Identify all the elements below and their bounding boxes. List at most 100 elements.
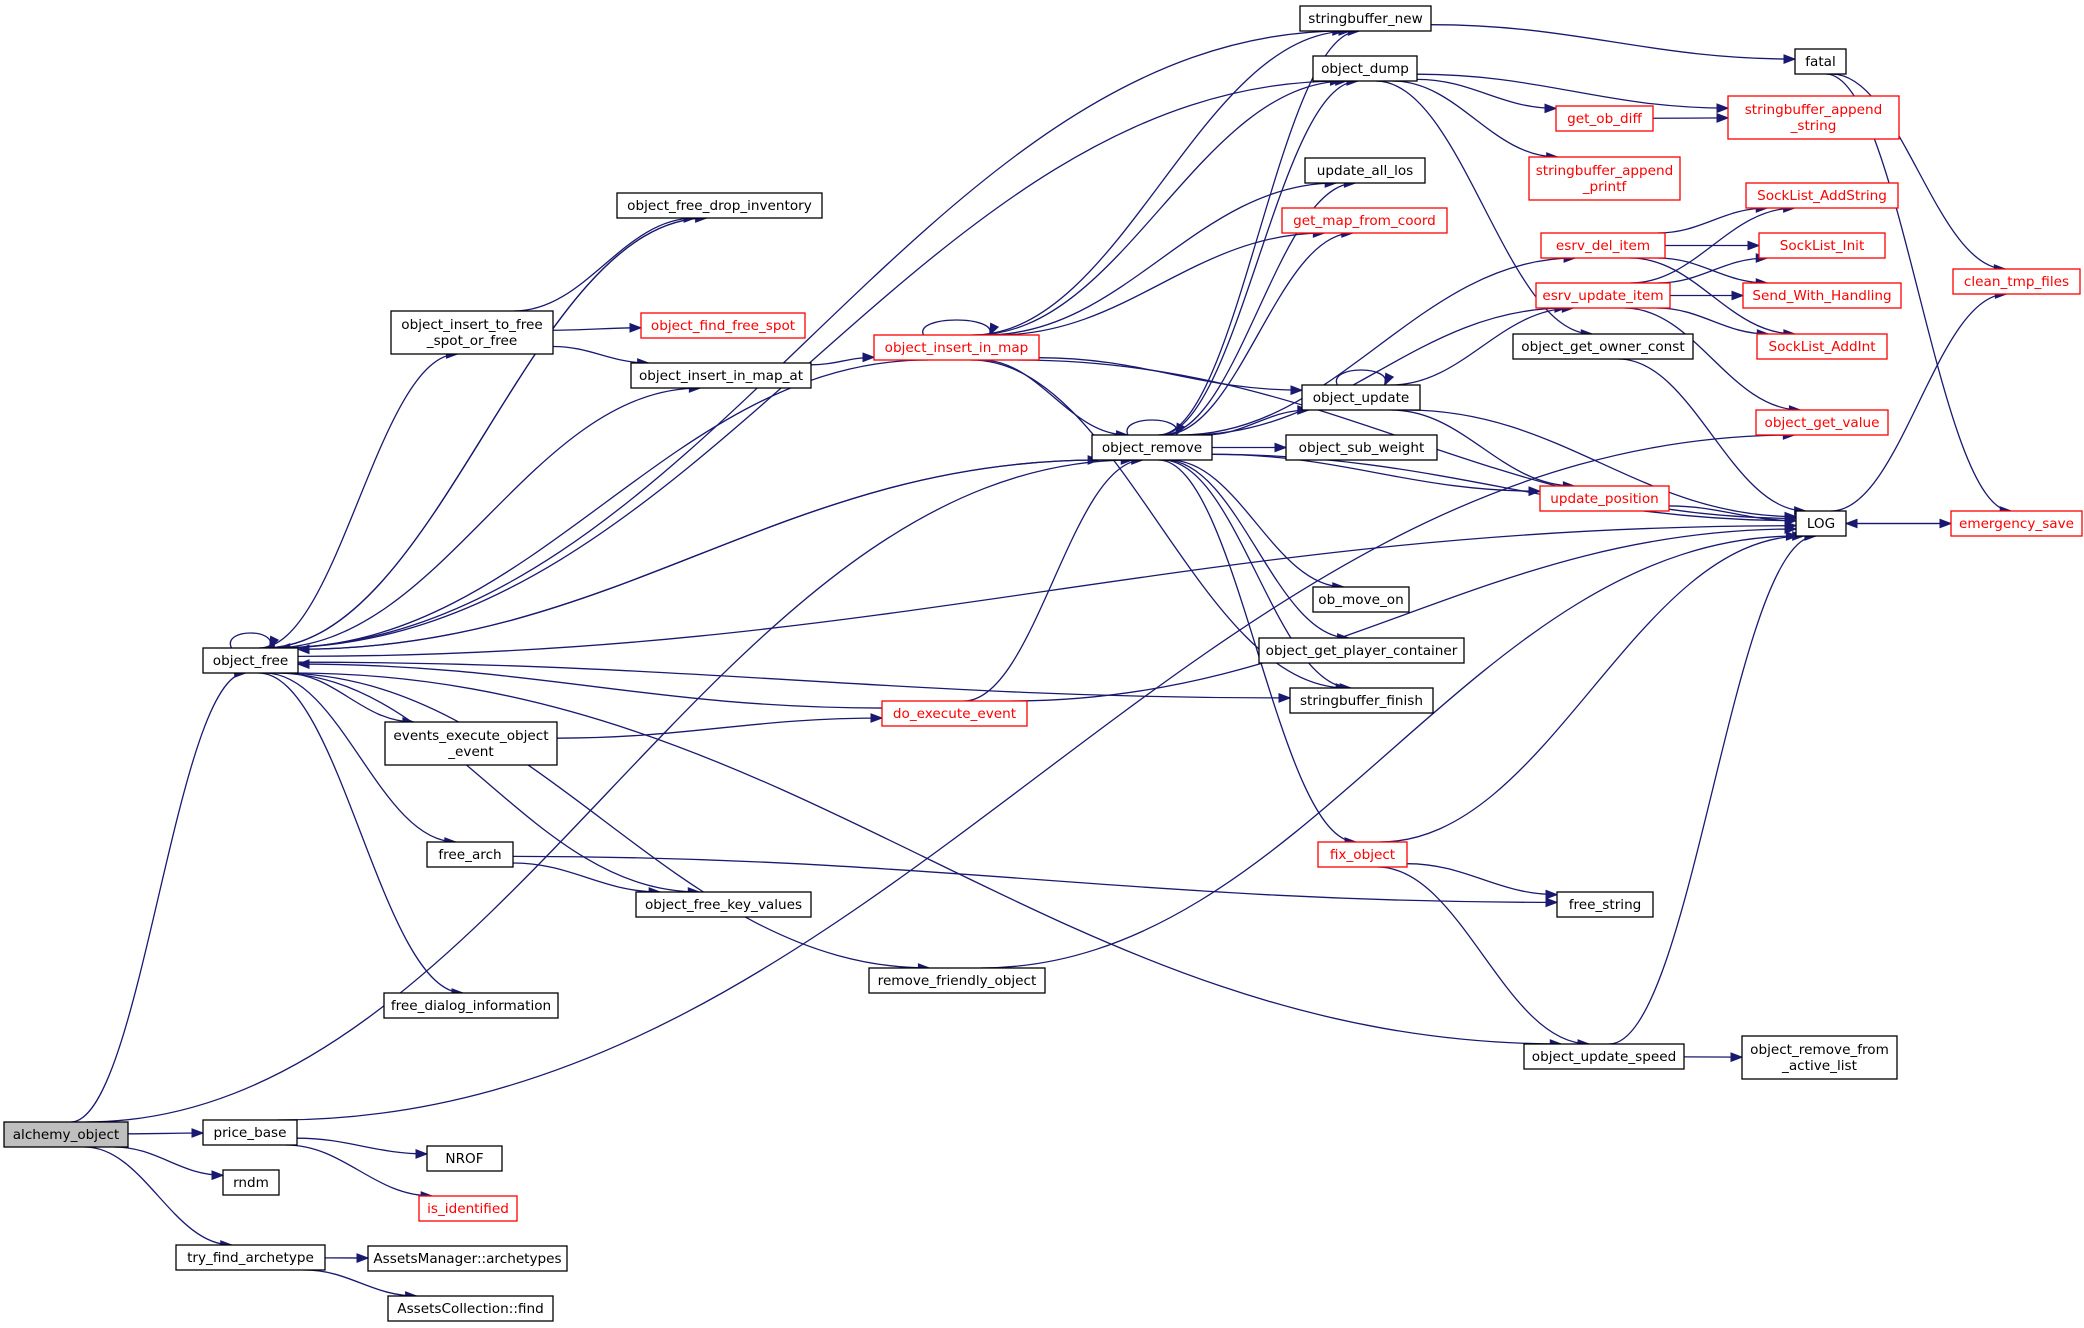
node-label: object_find_free_spot bbox=[651, 318, 795, 334]
node-label: object_insert_in_map_at bbox=[639, 368, 803, 384]
call-edge bbox=[1164, 459, 1351, 643]
node-label: price_base bbox=[213, 1125, 286, 1141]
node-emergency-save[interactable]: emergency_save bbox=[1950, 510, 2083, 537]
node-is-identified[interactable]: is_identified bbox=[418, 1195, 518, 1222]
node-log[interactable]: LOG bbox=[1795, 510, 1847, 537]
node-box bbox=[3, 1121, 129, 1148]
node-stringbuffer-append-string[interactable]: stringbuffer_append_string bbox=[1727, 95, 1900, 140]
call-edge bbox=[324, 1253, 370, 1263]
node-object-insert-in-map[interactable]: object_insert_in_map bbox=[873, 334, 1040, 361]
node-send-with-handling[interactable]: Send_With_Handling bbox=[1742, 282, 1902, 309]
node-box bbox=[1952, 268, 2081, 295]
node-get-map-from-coord[interactable]: get_map_from_coord bbox=[1281, 207, 1448, 234]
node-label: SockList_AddString bbox=[1757, 188, 1887, 204]
node-object-update[interactable]: object_update bbox=[1301, 384, 1421, 411]
node-label: object_insert_in_map bbox=[885, 340, 1029, 356]
node-update-all-los[interactable]: update_all_los bbox=[1304, 157, 1426, 184]
node-box bbox=[1795, 510, 1847, 537]
node-box bbox=[1091, 434, 1213, 461]
node-alchemy-object[interactable]: alchemy_object bbox=[3, 1121, 129, 1148]
node-object-find-free-spot[interactable]: object_find_free_spot bbox=[640, 312, 806, 339]
call-edge bbox=[114, 1146, 225, 1181]
node-label: object_sub_weight bbox=[1299, 440, 1425, 456]
call-edge bbox=[1657, 253, 1769, 284]
node-object-free-key-values[interactable]: object_free_key_values bbox=[635, 891, 812, 918]
call-edge bbox=[1844, 518, 1951, 529]
node-label: esrv_update_item bbox=[1542, 288, 1663, 304]
node-object-insert-in-map-at[interactable]: object_insert_in_map_at bbox=[630, 362, 812, 389]
node-object-insert-to-free-spot-or-free[interactable]: object_insert_to_free_spot_or_free bbox=[390, 310, 554, 355]
node-box bbox=[1317, 841, 1408, 868]
call-edge bbox=[271, 383, 702, 649]
node-object-get-value[interactable]: object_get_value bbox=[1755, 409, 1889, 436]
node-object-remove-from-active-list[interactable]: object_remove_from_active_list bbox=[1741, 1035, 1898, 1080]
node-object-sub-weight[interactable]: object_sub_weight bbox=[1285, 434, 1438, 461]
node-do-execute-event[interactable]: do_execute_event bbox=[881, 700, 1028, 727]
node-label: remove_friendly_object bbox=[878, 973, 1037, 989]
node-esrv-del-item[interactable]: esrv_del_item bbox=[1540, 232, 1666, 259]
node-label: emergency_save bbox=[1959, 516, 2074, 532]
node-stringbuffer-append-printf[interactable]: stringbuffer_append_printf bbox=[1528, 156, 1681, 201]
call-edge bbox=[296, 459, 1100, 655]
node-label: events_execute_object bbox=[393, 728, 548, 744]
node-socklist-init[interactable]: SockList_Init bbox=[1758, 232, 1886, 259]
call-edge bbox=[1212, 442, 1288, 453]
node-object-dump[interactable]: object_dump bbox=[1312, 55, 1418, 82]
node-stringbuffer-finish[interactable]: stringbuffer_finish bbox=[1289, 687, 1434, 714]
node-free-string[interactable]: free_string bbox=[1556, 891, 1654, 918]
node-socklist-addstring[interactable]: SockList_AddString bbox=[1745, 182, 1899, 209]
node-box bbox=[616, 192, 823, 219]
node-try-find-archetype[interactable]: try_find_archetype bbox=[175, 1244, 326, 1271]
node-fix-object[interactable]: fix_object bbox=[1317, 841, 1408, 868]
node-assetscollection-find[interactable]: AssetsCollection::find bbox=[387, 1295, 554, 1322]
node-box bbox=[1758, 232, 1886, 259]
call-edge bbox=[296, 1137, 429, 1159]
call-edge bbox=[263, 213, 709, 649]
call-edge bbox=[1670, 290, 1745, 301]
call-edge bbox=[1683, 1052, 1744, 1063]
node-object-free-drop-inventory[interactable]: object_free_drop_inventory bbox=[616, 192, 823, 219]
node-box bbox=[387, 1295, 554, 1322]
node-fatal[interactable]: fatal bbox=[1794, 48, 1847, 75]
node-rndm[interactable]: rndm bbox=[222, 1169, 280, 1196]
call-edge bbox=[996, 228, 1326, 336]
call-edge bbox=[1011, 524, 1798, 702]
node-price-base[interactable]: price_base bbox=[202, 1119, 298, 1146]
call-edge bbox=[556, 713, 884, 739]
node-clean-tmp-files[interactable]: clean_tmp_files bbox=[1952, 268, 2081, 295]
node-box bbox=[384, 721, 558, 766]
call-edge bbox=[1831, 289, 2008, 512]
node-label: object_remove bbox=[1102, 440, 1202, 456]
node-events-execute-object-event[interactable]: events_execute_object_event bbox=[384, 721, 558, 766]
node-nrof[interactable]: NROF bbox=[426, 1145, 503, 1172]
call-edge bbox=[297, 661, 1292, 703]
node-label: _string bbox=[1790, 118, 1837, 134]
node-remove-friendly-object[interactable]: remove_friendly_object bbox=[868, 967, 1046, 994]
node-object-get-player-container[interactable]: object_get_player_container bbox=[1258, 637, 1465, 664]
call-edge bbox=[297, 455, 1101, 650]
call-edge bbox=[297, 520, 1798, 658]
node-free-dialog-information[interactable]: free_dialog_information bbox=[383, 992, 559, 1019]
node-get-ob-diff[interactable]: get_ob_diff bbox=[1555, 105, 1654, 132]
node-ob-move-on[interactable]: ob_move_on bbox=[1312, 586, 1410, 613]
node-object-update-speed[interactable]: object_update_speed bbox=[1523, 1043, 1685, 1070]
node-box bbox=[630, 362, 812, 389]
call-edge bbox=[296, 659, 883, 709]
node-update-position[interactable]: update_position bbox=[1539, 485, 1670, 512]
node-stringbuffer-new[interactable]: stringbuffer_new bbox=[1299, 5, 1432, 32]
node-esrv-update-item[interactable]: esrv_update_item bbox=[1535, 282, 1671, 309]
node-free-arch[interactable]: free_arch bbox=[426, 841, 514, 868]
node-object-get-owner-const[interactable]: object_get_owner_const bbox=[1512, 333, 1694, 360]
node-box bbox=[1794, 48, 1847, 75]
node-object-remove[interactable]: object_remove bbox=[1091, 434, 1213, 461]
node-box bbox=[635, 891, 812, 918]
call-edge bbox=[513, 213, 697, 312]
node-object-free[interactable]: object_free bbox=[202, 647, 299, 674]
node-assetsmanager-archetypes[interactable]: AssetsManager::archetypes bbox=[367, 1245, 568, 1272]
node-label: object_free_drop_inventory bbox=[627, 198, 812, 214]
node-label: AssetsManager::archetypes bbox=[373, 1251, 561, 1267]
node-socklist-addint[interactable]: SockList_AddInt bbox=[1756, 333, 1888, 360]
node-box bbox=[426, 841, 514, 868]
node-box bbox=[1756, 333, 1888, 360]
